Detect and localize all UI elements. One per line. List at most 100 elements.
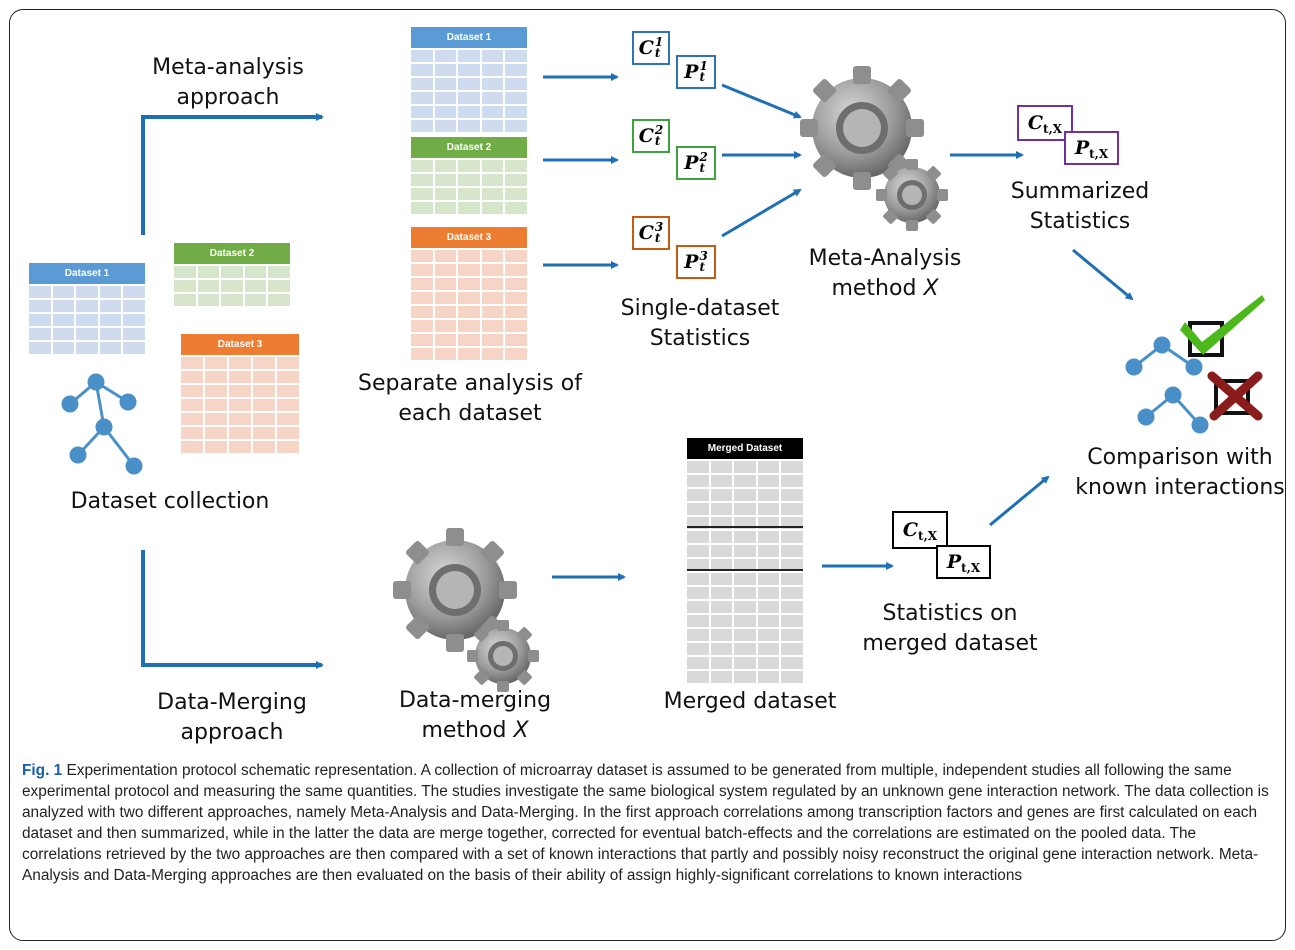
table-cell bbox=[781, 531, 803, 543]
table-cell bbox=[734, 545, 756, 557]
collection-dataset-2: Dataset 2 bbox=[174, 243, 290, 306]
table-cell bbox=[734, 615, 756, 627]
table-cell bbox=[253, 371, 275, 383]
separate-dataset-1: Dataset 1 bbox=[411, 27, 527, 132]
table-cell bbox=[181, 427, 203, 439]
table-cell bbox=[29, 286, 51, 298]
table-cell bbox=[481, 264, 504, 276]
table-cell bbox=[205, 413, 227, 425]
table-cell bbox=[253, 441, 275, 453]
table-cell bbox=[757, 601, 780, 613]
table-cell bbox=[458, 348, 480, 360]
table-cell bbox=[505, 264, 527, 276]
table-cell bbox=[253, 399, 275, 411]
table-cell bbox=[76, 286, 98, 298]
table-cell bbox=[411, 160, 433, 172]
table-cell bbox=[734, 531, 756, 543]
table-cell bbox=[277, 371, 299, 383]
table-cell bbox=[481, 250, 504, 262]
table-cell bbox=[458, 106, 480, 118]
table-cell bbox=[481, 92, 504, 104]
table-cell bbox=[221, 266, 243, 278]
table-cell bbox=[505, 278, 527, 290]
table-cell bbox=[434, 264, 457, 276]
table-cell bbox=[757, 461, 780, 473]
collection-dataset-3: Dataset 3 bbox=[181, 334, 299, 453]
table-cell bbox=[244, 294, 267, 306]
table-cell bbox=[181, 413, 203, 425]
table-cell bbox=[434, 160, 457, 172]
table-cell bbox=[434, 120, 457, 132]
table-cell bbox=[458, 202, 480, 214]
table-cell bbox=[781, 489, 803, 501]
table-cell bbox=[481, 78, 504, 90]
table-cell bbox=[734, 671, 756, 683]
merged-divider-2 bbox=[687, 569, 803, 571]
table-cell bbox=[434, 188, 457, 200]
table-cell bbox=[229, 413, 251, 425]
table-cell bbox=[181, 441, 203, 453]
table-cell bbox=[687, 615, 709, 627]
table-header: Dataset 2 bbox=[174, 243, 290, 264]
table-cell bbox=[458, 64, 480, 76]
table-cell bbox=[174, 280, 196, 292]
table-cell bbox=[411, 120, 433, 132]
figure-frame bbox=[9, 9, 1286, 941]
table-cell bbox=[458, 160, 480, 172]
separate-dataset-2: Dataset 2 bbox=[411, 137, 527, 214]
table-cell bbox=[481, 320, 504, 332]
table-cell bbox=[710, 545, 733, 557]
table-cell bbox=[99, 328, 122, 340]
merged-dataset-table: Merged Dataset bbox=[687, 438, 803, 683]
table-cell bbox=[757, 573, 780, 585]
table-cell bbox=[458, 188, 480, 200]
table-cell bbox=[734, 629, 756, 641]
table-cell bbox=[268, 266, 290, 278]
table-cell bbox=[434, 50, 457, 62]
table-cell bbox=[710, 503, 733, 515]
table-cell bbox=[411, 348, 433, 360]
table-cell bbox=[434, 278, 457, 290]
table-cell bbox=[687, 503, 709, 515]
table-cell bbox=[411, 292, 433, 304]
table-cell bbox=[434, 334, 457, 346]
table-cell bbox=[458, 334, 480, 346]
table-cell bbox=[458, 78, 480, 90]
table-cell bbox=[687, 559, 709, 571]
table-cell bbox=[253, 385, 275, 397]
diagram-graphics bbox=[61, 66, 1265, 692]
table-cell bbox=[781, 573, 803, 585]
table-cell bbox=[757, 531, 780, 543]
table-cell bbox=[505, 292, 527, 304]
table-cell bbox=[411, 78, 433, 90]
table-cell bbox=[205, 357, 227, 369]
table-cell bbox=[458, 92, 480, 104]
gene-network-tree-icon bbox=[61, 373, 143, 475]
table-cell bbox=[458, 320, 480, 332]
table-cell bbox=[434, 292, 457, 304]
table-cell bbox=[205, 441, 227, 453]
table-cell bbox=[710, 475, 733, 487]
table-cell bbox=[710, 559, 733, 571]
table-cell bbox=[710, 615, 733, 627]
merged-dataset-label: Merged dataset bbox=[663, 689, 837, 714]
table-cell bbox=[229, 385, 251, 397]
table-cell bbox=[411, 264, 433, 276]
table-cell bbox=[505, 250, 527, 262]
table-cell bbox=[757, 587, 780, 599]
table-cell bbox=[29, 300, 51, 312]
table-cell bbox=[411, 188, 433, 200]
table-cell bbox=[99, 300, 122, 312]
table-cell bbox=[710, 587, 733, 599]
table-cell bbox=[434, 306, 457, 318]
table-cell bbox=[99, 286, 122, 298]
table-cell bbox=[687, 461, 709, 473]
table-cell bbox=[458, 250, 480, 262]
table-cell bbox=[710, 573, 733, 585]
table-cell bbox=[229, 399, 251, 411]
table-cell bbox=[52, 314, 75, 326]
meta-analysis-method-label: Meta-Analysis method X bbox=[808, 246, 962, 301]
